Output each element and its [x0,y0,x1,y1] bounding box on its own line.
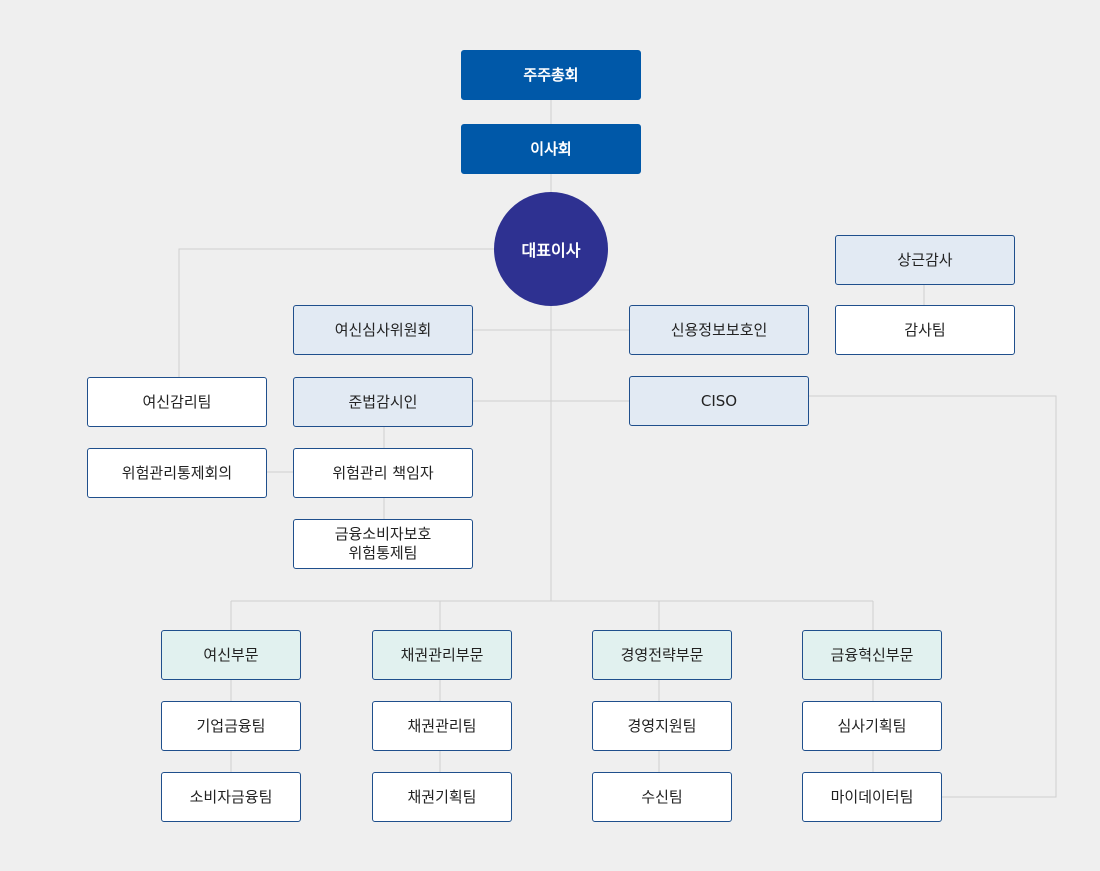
shareholders-meeting-box: 주주총회 [461,50,641,100]
division-box: 채권관리부문 [372,630,512,680]
team-box: 심사기획팀 [802,701,942,751]
risk-management-committee-label: 위험관리통제회의 [121,463,233,482]
consumer-protection-team-label-line1: 금융소비자보호 [334,525,432,543]
ciso-label: CISO [700,391,738,410]
audit-team-label: 감사팀 [904,320,946,339]
standing-auditor-label: 상근감사 [897,250,953,269]
team-box: 마이데이터팀 [802,772,942,822]
team-box: 채권관리팀 [372,701,512,751]
team-box: 기업금융팀 [161,701,301,751]
credit-monitoring-team-box: 여신감리팀 [87,377,267,427]
credit-info-protector-label: 신용정보보호인 [670,320,768,339]
team-label: 소비자금융팀 [189,787,273,806]
team-box: 소비자금융팀 [161,772,301,822]
credit-monitoring-team-label: 여신감리팀 [142,392,212,411]
division-box: 금융혁신부문 [802,630,942,680]
division-label: 여신부문 [203,645,259,664]
team-label: 경영지원팀 [627,716,697,735]
credit-review-committee-box: 여신심사위원회 [293,305,473,355]
team-label: 채권기획팀 [407,787,477,806]
standing-auditor-box: 상근감사 [835,235,1015,285]
compliance-officer-box: 준법감시인 [293,377,473,427]
division-label: 채권관리부문 [400,645,484,664]
compliance-officer-label: 준법감시인 [348,392,418,411]
risk-management-committee-box: 위험관리통제회의 [87,448,267,498]
ceo-label: 대표이사 [521,241,581,260]
risk-management-officer-box: 위험관리 책임자 [293,448,473,498]
team-label: 수신팀 [641,787,683,806]
division-label: 금융혁신부문 [830,645,914,664]
team-box: 경영지원팀 [592,701,732,751]
division-label: 경영전략부문 [620,645,704,664]
team-label: 심사기획팀 [837,716,907,735]
audit-team-box: 감사팀 [835,305,1015,355]
credit-info-protector-box: 신용정보보호인 [629,305,809,355]
team-box: 채권기획팀 [372,772,512,822]
division-box: 여신부문 [161,630,301,680]
consumer-protection-team-label-line2: 위험통제팀 [348,544,418,562]
credit-review-committee-label: 여신심사위원회 [334,320,432,339]
ciso-box: CISO [629,376,809,426]
consumer-protection-team-box: 금융소비자보호 위험통제팀 [293,519,473,569]
ceo-circle: 대표이사 [494,192,608,306]
team-label: 기업금융팀 [196,716,266,735]
board-label: 이사회 [530,139,572,158]
division-box: 경영전략부문 [592,630,732,680]
shareholders-label: 주주총회 [523,65,579,84]
team-box: 수신팀 [592,772,732,822]
team-label: 채권관리팀 [407,716,477,735]
risk-management-officer-label: 위험관리 책임자 [332,463,434,482]
team-label: 마이데이터팀 [830,787,914,806]
board-of-directors-box: 이사회 [461,124,641,174]
